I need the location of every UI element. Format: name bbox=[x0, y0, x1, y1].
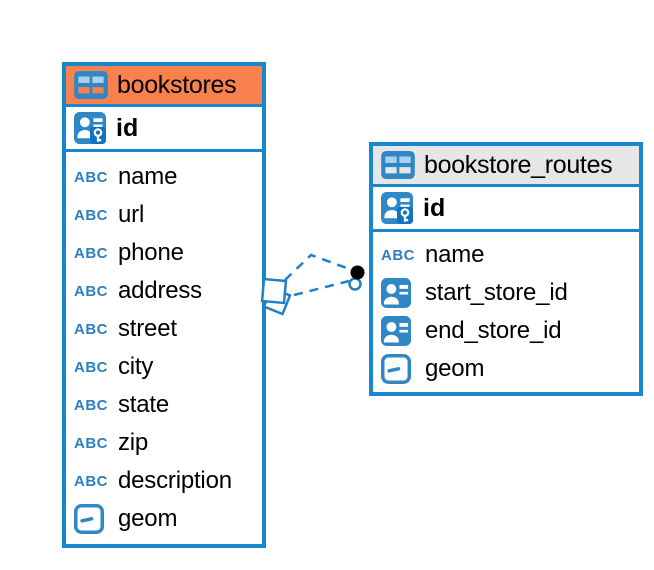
column-label: geom bbox=[118, 505, 178, 532]
table-bookstores[interactable]: bookstores id ABC name ABC url ABC phone… bbox=[62, 62, 266, 548]
column-row-name[interactable]: ABC name bbox=[373, 236, 639, 274]
column-label: description bbox=[118, 467, 232, 494]
text-type-icon: ABC bbox=[74, 320, 108, 338]
text-type-icon: ABC bbox=[74, 434, 108, 452]
text-type-icon: ABC bbox=[381, 246, 415, 264]
foreign-key-column-icon bbox=[381, 278, 411, 308]
text-type-icon: ABC bbox=[74, 396, 108, 414]
text-type-icon: ABC bbox=[74, 282, 108, 300]
relation-line-lower[interactable] bbox=[293, 279, 350, 297]
column-label: address bbox=[118, 277, 202, 304]
relation-bookstores-to-routes[interactable] bbox=[260, 253, 365, 316]
table-bookstore-routes-header[interactable]: bookstore_routes bbox=[373, 146, 639, 187]
column-label: id bbox=[423, 193, 446, 222]
column-label: name bbox=[425, 241, 485, 268]
column-row-start-store-id[interactable]: start_store_id bbox=[373, 274, 639, 312]
text-type-icon: ABC bbox=[74, 472, 108, 490]
column-label: phone bbox=[118, 239, 184, 266]
column-row-geom[interactable]: geom bbox=[66, 500, 262, 538]
column-label: id bbox=[116, 113, 139, 142]
geometry-type-icon bbox=[74, 504, 104, 534]
primary-key-column-icon bbox=[381, 192, 413, 224]
column-label: city bbox=[118, 353, 154, 380]
column-row-phone[interactable]: ABC phone bbox=[66, 234, 262, 272]
column-row-end-store-id[interactable]: end_store_id bbox=[373, 312, 639, 350]
table-icon bbox=[381, 151, 415, 179]
foreign-key-column-icon bbox=[381, 316, 411, 346]
table-icon bbox=[74, 71, 108, 99]
column-label: end_store_id bbox=[425, 317, 562, 344]
column-row-name[interactable]: ABC name bbox=[66, 158, 262, 196]
geometry-type-icon bbox=[381, 354, 411, 384]
column-row-id[interactable]: id bbox=[373, 187, 639, 232]
column-label: street bbox=[118, 315, 177, 342]
column-row-street[interactable]: ABC street bbox=[66, 310, 262, 348]
column-label: start_store_id bbox=[425, 279, 568, 306]
column-label: state bbox=[118, 391, 170, 418]
column-row-description[interactable]: ABC description bbox=[66, 462, 262, 500]
relation-dot-marker bbox=[348, 265, 365, 291]
column-row-city[interactable]: ABC city bbox=[66, 348, 262, 386]
column-row-state[interactable]: ABC state bbox=[66, 386, 262, 424]
table-title: bookstore_routes bbox=[424, 150, 613, 179]
column-row-address[interactable]: ABC address bbox=[66, 272, 262, 310]
relation-line-upper[interactable] bbox=[284, 253, 353, 281]
table-bookstores-header[interactable]: bookstores bbox=[66, 66, 262, 107]
column-label: name bbox=[118, 163, 178, 190]
table-title: bookstores bbox=[117, 70, 237, 99]
text-type-icon: ABC bbox=[74, 206, 108, 224]
text-type-icon: ABC bbox=[74, 358, 108, 376]
column-label: geom bbox=[425, 355, 485, 382]
primary-key-column-icon bbox=[74, 112, 106, 144]
relation-squares-marker bbox=[260, 277, 292, 316]
column-row-zip[interactable]: ABC zip bbox=[66, 424, 262, 462]
column-row-geom[interactable]: geom bbox=[373, 350, 639, 388]
column-row-id[interactable]: id bbox=[66, 107, 262, 152]
table-bookstore-routes[interactable]: bookstore_routes id ABC name start_store… bbox=[369, 142, 643, 396]
columns-list: ABC name start_store_id end_store_id geo… bbox=[373, 232, 639, 392]
column-row-url[interactable]: ABC url bbox=[66, 196, 262, 234]
text-type-icon: ABC bbox=[74, 168, 108, 186]
column-label: zip bbox=[118, 429, 149, 456]
text-type-icon: ABC bbox=[74, 244, 108, 262]
column-label: url bbox=[118, 201, 145, 228]
columns-list: ABC name ABC url ABC phone ABC address A… bbox=[66, 152, 262, 544]
